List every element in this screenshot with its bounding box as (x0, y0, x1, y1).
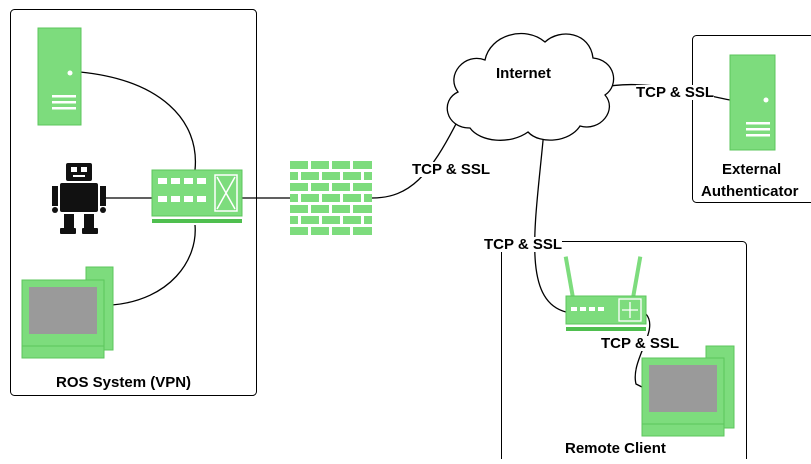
internet-label: Internet (496, 66, 551, 81)
firewall-to-internet-line (372, 120, 458, 198)
remote-desktop-icon (642, 346, 734, 436)
remote-client-label: Remote Client (565, 441, 666, 456)
ros-server-icon (38, 28, 81, 125)
network-switch-icon (152, 170, 242, 223)
ros-system-label: ROS System (VPN) (56, 375, 191, 390)
wireless-router-icon (564, 256, 646, 331)
router-connection-label: TCP & SSL (484, 237, 562, 252)
internet-to-router-line (535, 130, 566, 312)
server-to-switch-line (80, 72, 195, 170)
external-authenticator-label-line1: External (722, 162, 781, 177)
desktop-to-switch-line (112, 225, 195, 305)
robot-icon (52, 163, 106, 234)
external-authenticator-label-line2: Authenticator (701, 184, 799, 199)
firewall-internet-connection-label: TCP & SSL (412, 162, 490, 177)
ros-desktop-icon (22, 267, 113, 358)
cloud-icon (447, 34, 613, 141)
authenticator-connection-label: TCP & SSL (636, 85, 714, 100)
authenticator-server-icon (730, 55, 775, 150)
firewall-icon (290, 161, 372, 235)
client-connection-label: TCP & SSL (601, 336, 679, 351)
